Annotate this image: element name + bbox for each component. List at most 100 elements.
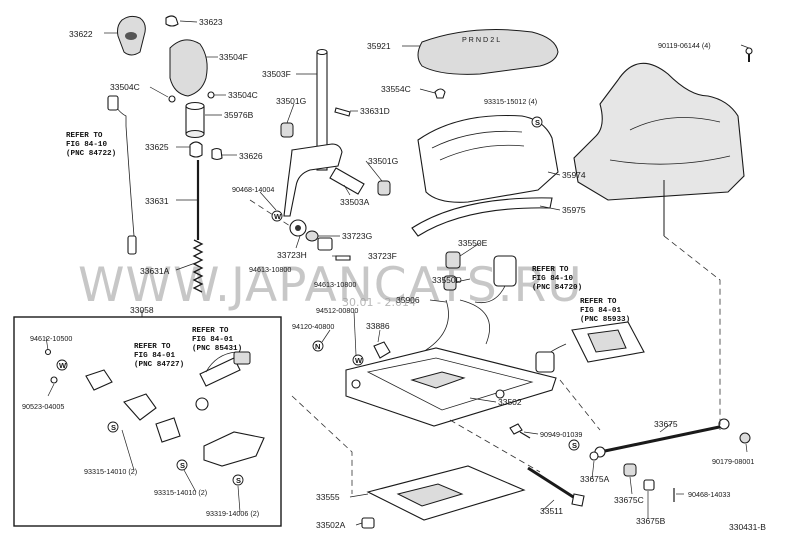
svg-text:REFER TO: REFER TO xyxy=(192,327,229,335)
refer-note-84722: REFER TO FIG 84-10 (PNC 84722) xyxy=(66,132,116,158)
label-94512-00800: 94512-00800 xyxy=(316,306,358,315)
label-94120-40800: 94120-40800 xyxy=(292,322,334,331)
callout-s-2: S xyxy=(107,421,119,433)
label-33550D: 33550D xyxy=(432,275,462,285)
label-93315-14010-a: 93315-14010 (2) xyxy=(84,467,137,476)
sleeve-33503A xyxy=(329,167,365,195)
bushing-33501G-upper xyxy=(280,122,294,138)
connector-pnc84720 xyxy=(474,255,517,304)
svg-text:(PNC 84720): (PNC 84720) xyxy=(532,284,582,292)
label-33502A: 33502A xyxy=(316,520,346,530)
svg-text:S: S xyxy=(236,476,241,485)
solenoid-box xyxy=(535,321,645,373)
label-35975: 35975 xyxy=(562,205,586,215)
svg-text:W: W xyxy=(274,212,282,221)
label-33631: 33631 xyxy=(145,196,169,206)
label-90949-01039: 90949-01039 xyxy=(540,430,582,439)
collar-33723F xyxy=(317,237,333,251)
callout-s-5: S xyxy=(568,439,580,451)
label-33723G: 33723G xyxy=(342,231,372,241)
bolt-33511 xyxy=(527,466,585,507)
callout-w-1: W xyxy=(271,210,283,222)
label-33631D: 33631D xyxy=(360,106,390,116)
label-94613-10800-a: 94613-10800 xyxy=(249,265,291,274)
diagram-id: 330431-B xyxy=(729,522,766,532)
svg-text:FIG 84-10: FIG 84-10 xyxy=(532,275,573,283)
label-90468-14004: 90468-14004 xyxy=(232,185,274,194)
switch-33550D xyxy=(443,275,457,291)
callout-s-3: S xyxy=(176,459,188,471)
refer-note-85933: REFER TO FIG 84-01 (PNC 85933) xyxy=(580,298,630,324)
refer-note-85431: REFER TO FIG 84-01 (PNC 85431) xyxy=(192,327,242,353)
label-33675: 33675 xyxy=(654,419,678,429)
svg-text:(PNC 85431): (PNC 85431) xyxy=(192,345,242,353)
callout-n-1: N xyxy=(312,340,324,352)
svg-text:P R N D 2 L: P R N D 2 L xyxy=(462,35,500,44)
transmission-housing xyxy=(573,62,745,236)
clip-33554C xyxy=(434,88,446,99)
refer-note-84720: REFER TO FIG 84-10 (PNC 84720) xyxy=(532,266,582,292)
label-33631A: 33631A xyxy=(140,266,170,276)
part-labels: 33622 33623 33504F 33504C 33504C 35976B … xyxy=(22,17,766,532)
refer-note-84727: REFER TO FIG 84-01 (PNC 84727) xyxy=(134,343,184,369)
label-33511: 33511 xyxy=(540,506,563,516)
pin-94613-10800 xyxy=(335,255,351,261)
inset-parts xyxy=(44,348,265,467)
svg-text:FIG 84-10: FIG 84-10 xyxy=(66,141,107,149)
bushing-33675C xyxy=(623,463,637,477)
svg-text:REFER TO: REFER TO xyxy=(532,266,569,274)
label-93319-14006: 93319-14006 (2) xyxy=(206,509,259,518)
label-90179-08001: 90179-08001 xyxy=(712,457,754,466)
svg-text:FIG 84-01: FIG 84-01 xyxy=(192,336,233,344)
indicator-housing-35974 xyxy=(417,114,559,203)
label-90119-06144: 90119-06144 (4) xyxy=(658,41,711,50)
callout-s-1: S xyxy=(531,116,543,128)
watermark-small: 30.01 - 2.014 xyxy=(342,296,416,309)
svg-text:(PNC 84727): (PNC 84727) xyxy=(134,361,184,369)
cover-33555 xyxy=(366,465,526,521)
assembly-line-upper xyxy=(249,199,291,227)
assembly-line-bolt xyxy=(449,419,541,473)
svg-text:W: W xyxy=(355,356,363,365)
washer-33723G xyxy=(305,230,319,242)
svg-text:W: W xyxy=(59,361,67,370)
label-33554C: 33554C xyxy=(381,84,411,94)
cable-assembly xyxy=(107,95,137,255)
shift-knob-cap xyxy=(117,15,146,56)
svg-text:(PNC 84722): (PNC 84722) xyxy=(66,150,116,158)
label-33501G-b: 33501G xyxy=(368,156,398,166)
base-plate-33502 xyxy=(345,347,557,427)
label-33623: 33623 xyxy=(199,17,223,27)
label-33675B: 33675B xyxy=(636,516,666,526)
label-33675A: 33675A xyxy=(580,474,610,484)
label-33723H: 33723H xyxy=(277,250,307,260)
washer-33675A xyxy=(589,451,599,461)
svg-text:REFER TO: REFER TO xyxy=(580,298,617,306)
label-35906: 35906 xyxy=(396,295,420,305)
callout-s-4: S xyxy=(232,474,244,486)
svg-text:S: S xyxy=(180,461,185,470)
bolt-90949-01039 xyxy=(509,423,531,439)
shift-knob-33504F xyxy=(169,39,208,97)
label-33550E: 33550E xyxy=(458,238,488,248)
pin-33631D xyxy=(334,107,351,117)
label-35974: 35974 xyxy=(562,170,586,180)
leader-lines xyxy=(45,20,750,526)
assembly-line-mid xyxy=(559,379,601,431)
label-33504C-b: 33504C xyxy=(228,90,258,100)
label-93315-14010-b: 93315-14010 (2) xyxy=(154,488,207,497)
label-33626: 33626 xyxy=(239,151,263,161)
label-33625: 33625 xyxy=(145,142,169,152)
svg-text:S: S xyxy=(535,118,540,127)
assembly-line-right xyxy=(663,235,721,430)
bracket-33886 xyxy=(373,341,391,359)
label-35921: 35921 xyxy=(367,41,391,51)
shift-lever-33503F xyxy=(283,49,343,217)
bushing-33675B xyxy=(643,479,655,491)
label-33555: 33555 xyxy=(316,492,340,502)
label-94612-10500: 94612-10500 xyxy=(30,334,72,343)
callout-w-2: W xyxy=(352,354,364,366)
label-35976B: 35976B xyxy=(224,110,254,120)
label-33504C-a: 33504C xyxy=(110,82,140,92)
label-93315-15012: 93315-15012 (4) xyxy=(484,97,537,106)
